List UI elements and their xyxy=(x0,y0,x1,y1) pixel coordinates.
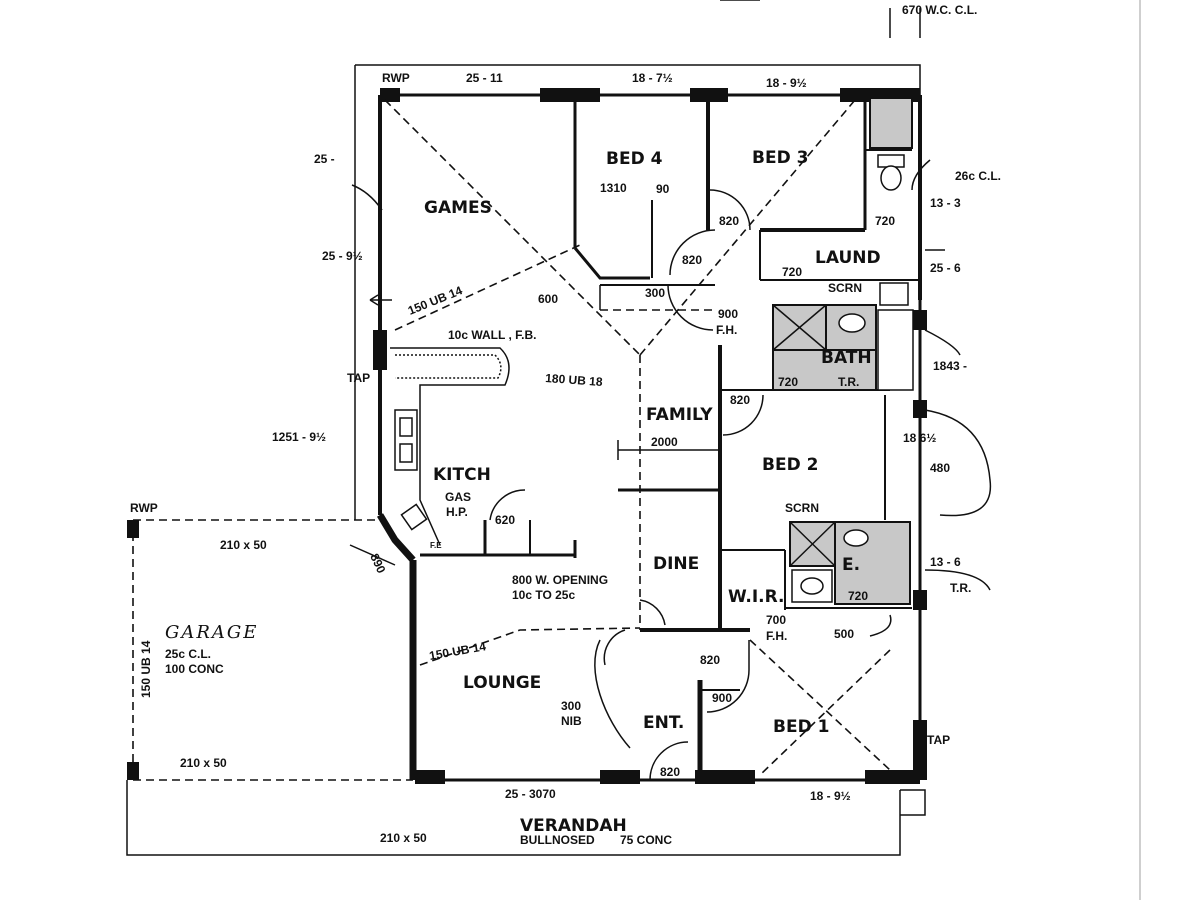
right-dim-3: 25 - 6 xyxy=(930,261,961,275)
top-dim-2: 18 - 7½ xyxy=(632,71,673,85)
note-hp: H.P. xyxy=(446,505,468,519)
note-scrn-laund: SCRN xyxy=(828,281,862,295)
room-bed4: BED 4 xyxy=(606,149,663,169)
left-dim-3: 1251 - 9½ xyxy=(272,430,326,444)
room-verandah: VERANDAH xyxy=(520,816,627,836)
room-bath: BATH xyxy=(821,348,872,368)
kitchen-bench xyxy=(390,347,510,546)
note-10c-wall: 10c WALL , F.B. xyxy=(448,328,536,342)
note-bed4-90: 90 xyxy=(656,182,670,196)
note-ub-lounge: 150 UB 14 xyxy=(428,639,487,663)
note-fh900-a: 900 xyxy=(718,307,738,321)
rwp-top-label: RWP xyxy=(382,71,410,85)
tap-left-label: TAP xyxy=(347,371,370,385)
room-ensuite: E. xyxy=(842,555,860,575)
external-walls xyxy=(373,88,927,784)
left-dim-2: 25 - 9½ xyxy=(322,249,363,263)
right-dim-5: 18 6½ xyxy=(903,431,936,445)
ceiling-lines xyxy=(384,99,891,776)
note-2000: 2000 xyxy=(651,435,678,449)
right-dim-6: 480 xyxy=(930,461,950,475)
right-dim-8: T.R. xyxy=(950,581,971,595)
note-opening-2: 10c TO 25c xyxy=(512,588,575,602)
tap-right-label: TAP xyxy=(927,733,950,747)
bottom-dim-2: 18 - 9½ xyxy=(810,789,851,803)
note-verandah-dim: 210 x 50 xyxy=(380,831,427,845)
room-garage: GARAGE xyxy=(165,622,258,643)
note-nib-300: 300 xyxy=(561,699,581,713)
note-fh900-b: F.H. xyxy=(716,323,737,337)
note-door-620: 620 xyxy=(495,513,515,527)
note-door-720-wc: 720 xyxy=(875,214,895,228)
note-garage-conc: 100 CONC xyxy=(165,662,224,676)
note-door-820-ent: 820 xyxy=(700,653,720,667)
note-gas: GAS xyxy=(445,490,471,504)
room-bed3: BED 3 xyxy=(752,148,808,168)
wet-areas xyxy=(772,97,914,605)
note-door-720-bath: 720 xyxy=(778,375,798,389)
note-verandah-conc: 75 CONC xyxy=(620,833,672,847)
note-door-720-laund: 720 xyxy=(782,265,802,279)
left-dim-1: 25 - xyxy=(314,152,335,166)
door-swings xyxy=(489,189,764,781)
note-ub-150-14: 150 UB 14 xyxy=(406,283,465,318)
note-fh700-a: 700 xyxy=(766,613,786,627)
note-300: 300 xyxy=(645,286,665,300)
right-dim-1: 26c C.L. xyxy=(955,169,1001,183)
note-nib: NIB xyxy=(561,714,582,728)
room-bed1: BED 1 xyxy=(773,717,829,737)
room-bed2: BED 2 xyxy=(762,455,818,475)
note-garage-cl: 25c C.L. xyxy=(165,647,211,661)
right-dim-9: 500 xyxy=(834,627,854,641)
bottom-dim-1: 25 - 3070 xyxy=(505,787,556,801)
note-600: 600 xyxy=(538,292,558,306)
note-garage-ub: 150 UB 14 xyxy=(139,640,153,698)
wc-cl-label: 670 W.C. C.L. xyxy=(902,3,977,17)
room-laundry: LAUND xyxy=(815,248,881,268)
note-scrn-ensuite: SCRN xyxy=(785,501,819,515)
top-dim-3: 18 - 9½ xyxy=(766,76,807,90)
room-wir: W.I.R. xyxy=(728,587,784,607)
note-fe: F.E xyxy=(430,541,442,550)
note-door-820-hall: 820 xyxy=(682,253,702,267)
room-family: FAMILY xyxy=(646,405,713,425)
room-lounge: LOUNGE xyxy=(463,673,541,693)
right-dim-7: 13 - 6 xyxy=(930,555,961,569)
verandah-outline xyxy=(126,780,926,856)
note-ub-180-18: 180 UB 18 xyxy=(545,371,604,389)
top-dim-1: 25 - 11 xyxy=(466,71,503,85)
room-kitchen: KITCH xyxy=(433,465,491,485)
note-door-820-bottom: 820 xyxy=(660,765,680,779)
note-bed4-1310: 1310 xyxy=(600,181,627,195)
rwp-garage-label: RWP xyxy=(130,501,158,515)
note-890: 890 xyxy=(367,551,388,575)
room-entry: ENT. xyxy=(643,713,684,733)
room-dine: DINE xyxy=(653,554,699,574)
right-dim-4: 1843 - xyxy=(933,359,967,373)
room-games: GAMES xyxy=(424,198,492,218)
note-opening-1: 800 W. OPENING xyxy=(512,573,608,587)
note-fh700-b: F.H. xyxy=(766,629,787,643)
note-tr-bath: T.R. xyxy=(838,375,859,389)
dimension-ticks xyxy=(351,159,992,637)
note-bullnosed: BULLNOSED xyxy=(520,833,595,847)
note-garage-bottom: 210 x 50 xyxy=(180,756,227,770)
note-garage-top: 210 x 50 xyxy=(220,538,267,552)
garage-outline xyxy=(127,519,413,781)
note-900-ent: 900 xyxy=(712,691,732,705)
note-door-820-family: 820 xyxy=(730,393,750,407)
note-door-820-bed3: 820 xyxy=(719,214,739,228)
right-dim-2: 13 - 3 xyxy=(930,196,961,210)
dimension-boundary-top xyxy=(355,64,921,95)
note-door-720-ensuite: 720 xyxy=(848,589,868,603)
